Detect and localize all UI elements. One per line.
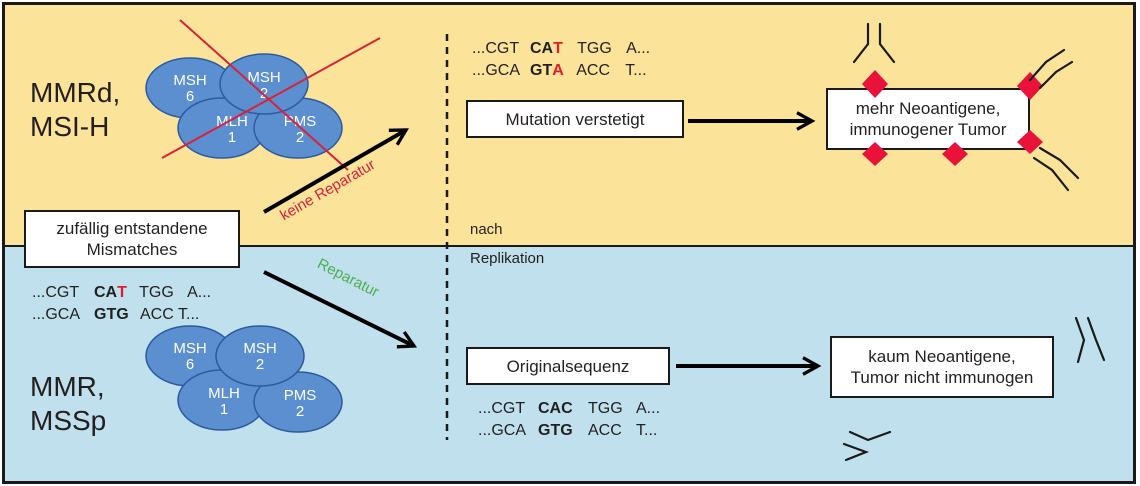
original-seq-line-2: ...GCA GTG ACC T... (478, 420, 660, 442)
seq-mutated-base: A (552, 62, 564, 79)
seq-codon: CA (94, 284, 118, 301)
original-seq-line-1: ...CGT CAC TGG A... (478, 398, 660, 420)
seq-mutated-base: T (553, 40, 563, 57)
mismatch-box: zufällig entstandene Mismatches (24, 210, 240, 268)
seq-part: T... (178, 306, 200, 323)
seq-part: TGG (577, 40, 612, 57)
seq-part: A... (636, 400, 661, 417)
top-sequence: ...CGT CAT TGG A... ...GCA GTA ACC T... (472, 38, 650, 82)
seq-part: ACC (140, 306, 174, 323)
seq-part: ...GCA (32, 306, 81, 323)
seq-part: ACC (588, 422, 622, 439)
mismatch-seq-line-1: ...CGT CAT TGG A... (32, 282, 211, 304)
seq-part: ...CGT (472, 40, 520, 57)
seq-part: ...GCA (472, 62, 521, 79)
top-seq-line-1: ...CGT CAT TGG A... (472, 38, 650, 60)
seq-part: A... (626, 40, 651, 57)
seq-codon: GT (530, 62, 553, 79)
mutation-box: Mutation verstetigt (466, 100, 684, 138)
seq-part: ...CGT (32, 284, 80, 301)
seq-part: TGG (588, 400, 623, 417)
seq-part: TGG (139, 284, 174, 301)
seq-part: T... (636, 422, 658, 439)
seq-codon: GTG (94, 306, 129, 323)
seq-codon: CAC (538, 400, 573, 417)
seq-codon: GTG (538, 422, 573, 439)
no-neoantigen-box: kaum Neoantigene, Tumor nicht immunogen (830, 336, 1054, 398)
seq-part: ...CGT (478, 400, 526, 417)
replikation-label: Replikation (470, 250, 545, 267)
original-sequence: ...CGT CAC TGG A... ...GCA GTG ACC T... (478, 398, 660, 442)
mmrd-label: MMRd, MSI-H (30, 77, 121, 142)
seq-part: T... (625, 62, 647, 79)
seq-part: ACC (576, 62, 610, 79)
top-seq-line-2: ...GCA GTA ACC T... (472, 60, 650, 82)
original-box: Originalsequenz (466, 347, 670, 385)
mmr-label: MMR, MSSp (30, 371, 107, 436)
seq-mismatch-base: T (117, 284, 127, 301)
seq-part: A... (187, 284, 212, 301)
nach-label: nach (470, 221, 503, 238)
seq-codon: CA (530, 40, 554, 57)
seq-part: ...GCA (478, 422, 527, 439)
neoantigen-box: mehr Neoantigene, immunogener Tumor (826, 88, 1030, 150)
